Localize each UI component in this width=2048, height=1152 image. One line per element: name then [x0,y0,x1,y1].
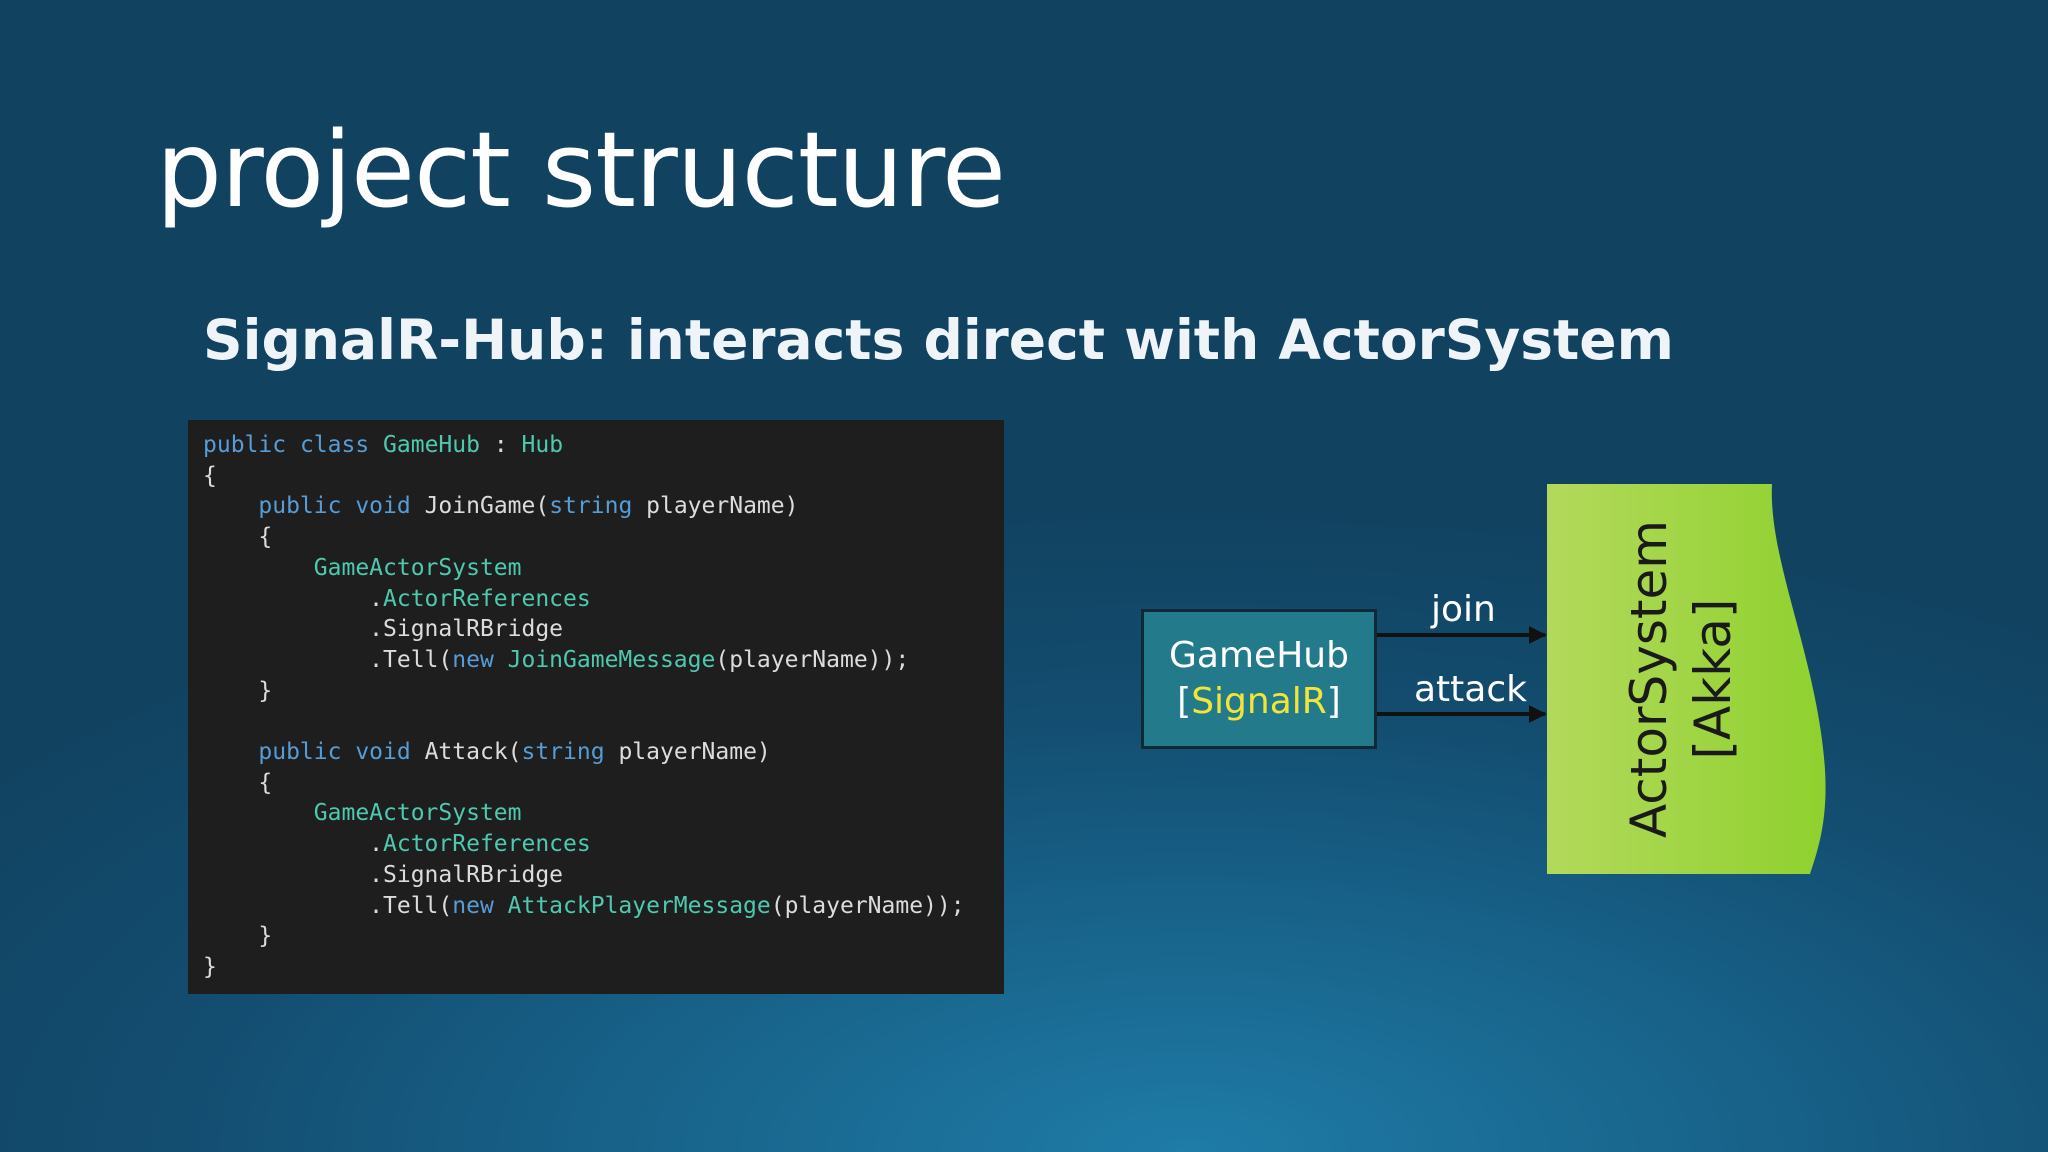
code-token: GameActorSystem [313,800,522,827]
code-token [203,800,314,826]
code-block: public class GameHub : Hub{ public void … [203,430,1004,983]
gamehub-node: GameHub [SignalR] [1141,609,1377,749]
code-token: } [203,677,273,704]
code-line: .ActorReferences [203,829,1004,860]
code-token: playerName) [604,739,771,766]
code-line: GameActorSystem [203,798,1004,829]
code-line: public class GameHub : Hub [203,430,1004,461]
code-line: { [203,461,1004,492]
code-token: void [355,739,425,766]
code-token: GameActorSystem [313,554,522,581]
code-line: public void JoinGame(string playerName) [203,491,1004,522]
code-line [203,706,1004,737]
actor-system-label: ActorSystem [Akka] [1617,469,1745,889]
code-token: . [203,831,384,858]
code-token: (playerName)); [715,646,910,673]
code-line: .ActorReferences [203,584,1004,615]
code-line: } [203,921,1004,952]
code-token: Attack( [424,739,522,766]
code-token: { [203,524,273,551]
code-token [203,739,258,765]
code-line: { [203,522,1004,553]
code-token: .SignalRBridge [203,616,564,643]
code-token: void [355,493,425,520]
code-token: AttackPlayerMessage [507,892,771,919]
code-token: : [479,432,522,458]
code-token: playerName) [632,493,799,520]
actor-system-tech: [Akka] [1684,598,1742,760]
code-token: GameHub [383,432,480,458]
attack-edge-label: attack [1414,669,1527,710]
code-token: Hub [521,432,564,458]
code-token: class [299,432,384,458]
code-token: string [521,739,605,766]
code-token [203,555,314,581]
code-token: new [452,646,508,673]
code-token: public [258,739,356,766]
code-token: (playerName)); [770,892,965,919]
code-token: .SignalRBridge [203,861,564,888]
code-line: } [203,952,1004,983]
gamehub-node-name: GameHub [1169,634,1349,676]
code-line: public void Attack(string playerName) [203,737,1004,768]
code-line: GameActorSystem [203,553,1004,584]
code-line: .SignalRBridge [203,614,1004,645]
code-panel: public class GameHub : Hub{ public void … [188,420,1004,994]
code-token: } [203,923,273,950]
code-line: .Tell(new AttackPlayerMessage(playerName… [203,891,1004,922]
code-token: public [258,493,356,520]
actor-system-name: ActorSystem [1620,519,1678,839]
code-token: JoinGame( [424,493,550,520]
code-token: ActorReferences [383,831,591,858]
code-token: { [203,462,217,489]
code-token: string [549,493,633,520]
code-token: .Tell( [203,646,453,673]
code-line: .Tell(new JoinGameMessage(playerName)); [203,645,1004,676]
code-token: ActorReferences [383,585,591,612]
code-line: } [203,676,1004,707]
code-token: public [203,432,300,458]
slide-title: project structure [156,109,1006,231]
code-token: { [203,769,273,796]
code-line: { [203,768,1004,799]
code-token: . [203,585,384,612]
code-line: .SignalRBridge [203,860,1004,891]
join-edge-label: join [1431,589,1496,630]
code-token: new [452,892,508,919]
code-token: } [203,953,217,980]
slide-subtitle: SignalR-Hub: interacts direct with Actor… [203,308,1674,372]
code-token: .Tell( [203,892,453,919]
gamehub-node-tech: [SignalR] [1177,681,1341,722]
code-token [203,493,258,519]
code-token: JoinGameMessage [507,646,716,673]
